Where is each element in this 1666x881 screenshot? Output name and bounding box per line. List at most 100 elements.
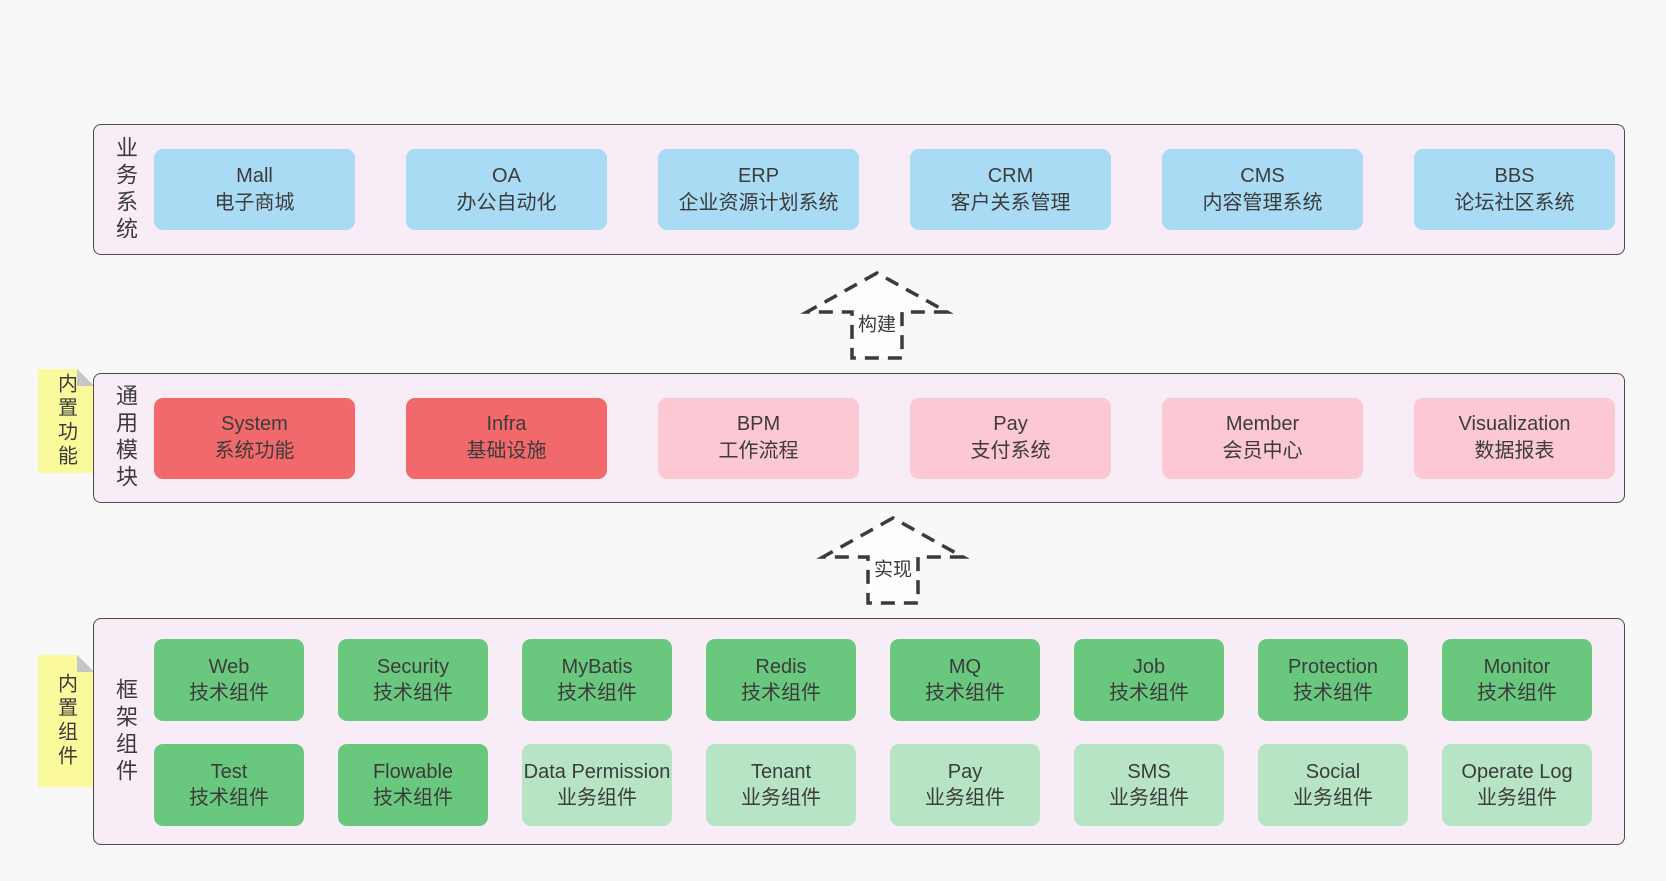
box-bpm: BPM 工作流程 bbox=[658, 397, 859, 479]
section-common-modules: 通用模块 System 系统功能 Infra 基础设施 BPM 工作流程 Pay 支付系统 Me… bbox=[93, 373, 1625, 503]
box-desc: 系统功能 bbox=[214, 440, 295, 462]
sticky-tag-builtin-features: 内置功能 bbox=[38, 369, 94, 473]
box-mybatis: MyBatis 技术组件 bbox=[522, 639, 672, 721]
box-mq: MQ 技术组件 bbox=[890, 639, 1040, 721]
box-tenant: Tenant 业务组件 bbox=[706, 744, 856, 826]
arrow-label: 实现 bbox=[870, 554, 916, 582]
box-desc: 电子商城 bbox=[214, 191, 295, 214]
box-name: Infra bbox=[486, 413, 527, 435]
box-infra: Infra 基础设施 bbox=[406, 397, 607, 479]
box-desc: 技术组件 bbox=[189, 787, 269, 809]
section-title: 框架组件 bbox=[113, 677, 138, 786]
box-name: ERP bbox=[737, 164, 780, 187]
box-desc: 会员中心 bbox=[1222, 440, 1303, 462]
box-name: CMS bbox=[1240, 164, 1285, 187]
box-visualization: Visualization 数据报表 bbox=[1414, 397, 1615, 479]
box-desc: 基础设施 bbox=[466, 440, 547, 462]
box-name: Job bbox=[1132, 656, 1166, 678]
box-name: Test bbox=[210, 761, 248, 783]
box-name: Data Permission bbox=[523, 761, 671, 783]
box-web: Web 技术组件 bbox=[154, 639, 304, 721]
box-desc: 业务组件 bbox=[1293, 787, 1373, 809]
box-name: Web bbox=[208, 656, 250, 678]
box-social: Social 业务组件 bbox=[1258, 744, 1408, 826]
box-name: Monitor bbox=[1483, 656, 1551, 678]
box-desc: 办公自动化 bbox=[456, 191, 557, 214]
box-desc: 工作流程 bbox=[718, 440, 799, 462]
box-desc: 技术组件 bbox=[189, 682, 269, 704]
box-protection: Protection 技术组件 bbox=[1258, 639, 1408, 721]
box-desc: 企业资源计划系统 bbox=[678, 191, 839, 214]
box-name: Tenant bbox=[750, 761, 812, 783]
box-desc: 业务组件 bbox=[925, 787, 1005, 809]
box-name: Pay bbox=[947, 761, 983, 783]
box-bbs: BBS 论坛社区系统 bbox=[1414, 149, 1615, 230]
box-name: BPM bbox=[736, 413, 781, 435]
box-name: Mall bbox=[236, 164, 273, 187]
box-desc: 技术组件 bbox=[373, 682, 453, 704]
box-data-permission: Data Permission 业务组件 bbox=[522, 744, 672, 826]
box-member: Member 会员中心 bbox=[1162, 397, 1363, 479]
box-name: CRM bbox=[987, 164, 1034, 187]
box-system: System 系统功能 bbox=[154, 397, 355, 479]
arrow-implement: 实现 bbox=[814, 511, 974, 611]
box-desc: 技术组件 bbox=[925, 682, 1005, 704]
box-name: MyBatis bbox=[561, 656, 633, 678]
box-mall: Mall 电子商城 bbox=[154, 149, 355, 230]
folded-corner bbox=[77, 655, 94, 672]
section-title: 通用模块 bbox=[113, 384, 138, 492]
box-erp: ERP 企业资源计划系统 bbox=[658, 149, 859, 230]
box-desc: 技术组件 bbox=[741, 682, 821, 704]
arrow-build: 构建 bbox=[798, 266, 958, 366]
box-test: Test 技术组件 bbox=[154, 744, 304, 826]
box-name: Flowable bbox=[372, 761, 454, 783]
box-pay: Pay 业务组件 bbox=[890, 744, 1040, 826]
box-name: Pay bbox=[993, 413, 1028, 435]
box-desc: 数据报表 bbox=[1474, 440, 1555, 462]
box-job: Job 技术组件 bbox=[1074, 639, 1224, 721]
box-desc: 论坛社区系统 bbox=[1454, 191, 1575, 214]
box-flowable: Flowable 技术组件 bbox=[338, 744, 488, 826]
box-desc: 技术组件 bbox=[1293, 682, 1373, 704]
box-name: Social bbox=[1305, 761, 1361, 783]
folded-corner bbox=[77, 369, 94, 386]
box-desc: 技术组件 bbox=[557, 682, 637, 704]
box-grid: System 系统功能 Infra 基础设施 BPM 工作流程 Pay 支付系统 Member 会… bbox=[154, 374, 1615, 502]
box-pay: Pay 支付系统 bbox=[910, 397, 1111, 479]
box-name: BBS bbox=[1494, 164, 1535, 187]
box-desc: 技术组件 bbox=[373, 787, 453, 809]
box-desc: 技术组件 bbox=[1109, 682, 1189, 704]
box-cms: CMS 内容管理系统 bbox=[1162, 149, 1363, 230]
box-sms: SMS 业务组件 bbox=[1074, 744, 1224, 826]
box-desc: 业务组件 bbox=[1477, 787, 1557, 809]
box-name: System bbox=[221, 413, 288, 435]
sticky-tag-label: 内置组件 bbox=[54, 673, 77, 769]
section-framework-components: 框架组件 Web 技术组件 Security 技术组件 MyBatis 技术组件 Redis… bbox=[93, 618, 1625, 845]
box-name: Member bbox=[1225, 413, 1300, 435]
box-name: Redis bbox=[755, 656, 807, 678]
box-name: Protection bbox=[1287, 656, 1379, 678]
box-desc: 内容管理系统 bbox=[1202, 191, 1323, 214]
box-desc: 业务组件 bbox=[741, 787, 821, 809]
box-desc: 支付系统 bbox=[970, 440, 1051, 462]
box-name: Operate Log bbox=[1461, 761, 1573, 783]
box-name: SMS bbox=[1127, 761, 1171, 783]
box-desc: 业务组件 bbox=[557, 787, 637, 809]
box-desc: 技术组件 bbox=[1477, 682, 1557, 704]
sticky-tag-builtin-components: 内置组件 bbox=[38, 655, 94, 787]
box-name: Visualization bbox=[1458, 413, 1571, 435]
section-title: 业务系统 bbox=[113, 135, 138, 244]
box-name: Security bbox=[376, 656, 450, 678]
arrow-label: 构建 bbox=[854, 309, 900, 337]
box-name: MQ bbox=[948, 656, 982, 678]
box-security: Security 技术组件 bbox=[338, 639, 488, 721]
box-desc: 业务组件 bbox=[1109, 787, 1189, 809]
sticky-tag-label: 内置功能 bbox=[54, 373, 77, 469]
